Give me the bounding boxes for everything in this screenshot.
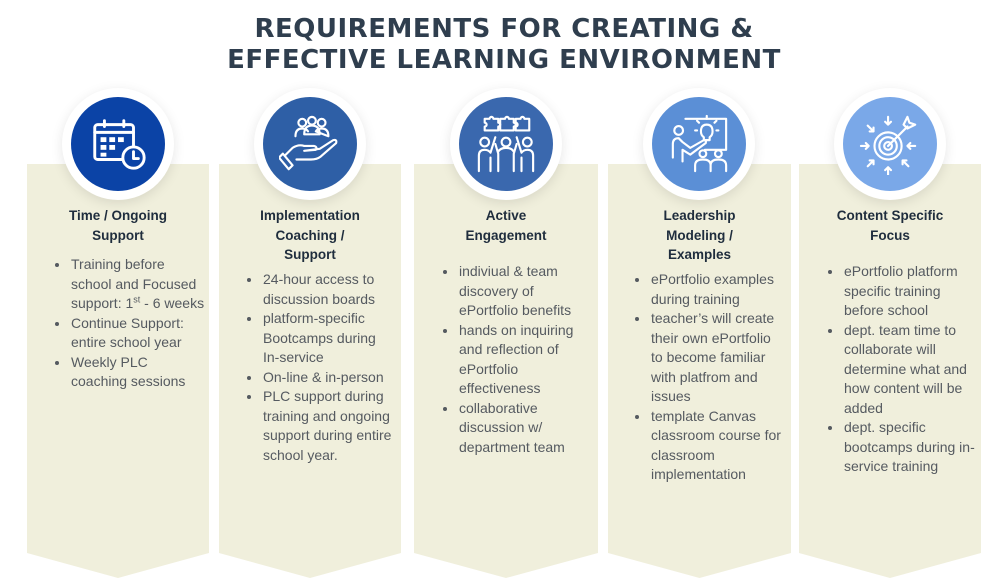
list-item: Continue Support: entire school year — [53, 314, 205, 353]
bullet-list: ePortfolio examples during training teac… — [633, 270, 785, 485]
heading-line: Content Specific — [836, 208, 944, 223]
column-leadership-modeling-examples: Leadership Modeling / Examples ePortfoli… — [608, 164, 791, 578]
list-item: indiviual & team discovery of ePortfolio… — [441, 262, 593, 321]
list-item: platform-specific Bootcamps during In-se… — [245, 309, 395, 368]
list-item: PLC support during training and ongoing … — [245, 387, 395, 465]
hand-people-icon — [279, 115, 338, 171]
heading-line: Examples — [667, 247, 732, 262]
column-active-engagement: Active Engagement indiviual & team disco… — [414, 164, 598, 578]
list-item: ePortfolio examples during training — [633, 270, 785, 309]
bullet-list: Training before school and Focused suppo… — [53, 255, 205, 392]
list-item: dept. team time to collaborate will dete… — [826, 321, 978, 419]
icon-badge-5 — [834, 88, 946, 200]
list-item: Training before school and Focused suppo… — [53, 255, 205, 314]
column-heading: Implementation Coaching / Support — [219, 206, 401, 265]
list-item: Weekly PLC coaching sessions — [53, 353, 205, 392]
heading-line: Support — [92, 227, 144, 243]
list-item: collaborative discussion w/ department t… — [441, 399, 593, 458]
calendar-clock-icon — [93, 119, 146, 170]
bullet-list: indiviual & team discovery of ePortfolio… — [441, 262, 593, 457]
heading-line: Focus — [870, 227, 910, 243]
column-heading: Time / Ongoing Support — [27, 206, 209, 245]
icon-badge-3 — [450, 88, 562, 200]
heading-line: Implementation — [260, 208, 360, 223]
icon-badge-1 — [62, 88, 174, 200]
column-content-specific-focus: Content Specific Focus ePortfolio platfo… — [799, 164, 981, 578]
heading-line: Active — [485, 208, 527, 223]
heading-line: Leadership — [663, 208, 736, 223]
list-item: 24-hour access to discussion boards — [245, 270, 395, 309]
list-item: On-line & in-person — [245, 368, 395, 388]
list-item: hands on inquiring and reflection of ePo… — [441, 321, 593, 399]
heading-line: Modeling / — [666, 227, 733, 243]
icon-badge-4 — [643, 88, 755, 200]
list-item: dept. specific bootcamps during in-servi… — [826, 418, 978, 477]
column-heading: Leadership Modeling / Examples — [608, 206, 791, 265]
column-implementation-coaching-support: Implementation Coaching / Support 24-hou… — [219, 164, 401, 578]
column-time-ongoing-support: Time / Ongoing Support Training before s… — [27, 164, 209, 578]
icon-badge-2 — [254, 88, 366, 200]
column-heading: Active Engagement — [414, 206, 598, 245]
list-item: teacher’s will create their own ePortfol… — [633, 309, 785, 407]
heading-line: Engagement — [465, 227, 547, 243]
team-puzzle-icon — [477, 115, 535, 173]
list-item: template Canvas classroom course for cla… — [633, 407, 785, 485]
column-heading: Content Specific Focus — [799, 206, 981, 245]
heading-line: Coaching / — [275, 227, 345, 243]
bullet-list: 24-hour access to discussion boards plat… — [245, 270, 395, 465]
list-item: ePortfolio platform specific training be… — [826, 262, 978, 321]
title-line-1: REQUIREMENTS FOR CREATING & — [254, 14, 754, 44]
bullet-list: ePortfolio platform specific training be… — [826, 262, 978, 477]
target-arrow-icon — [859, 115, 917, 175]
page-title: REQUIREMENTS FOR CREATING & EFFECTIVE LE… — [0, 14, 1008, 76]
presentation-lightbulb-icon — [671, 114, 728, 173]
heading-line: Time / Ongoing — [68, 208, 167, 223]
title-line-2: EFFECTIVE LEARNING ENVIRONMENT — [227, 45, 781, 75]
heading-line: Support — [284, 247, 336, 262]
